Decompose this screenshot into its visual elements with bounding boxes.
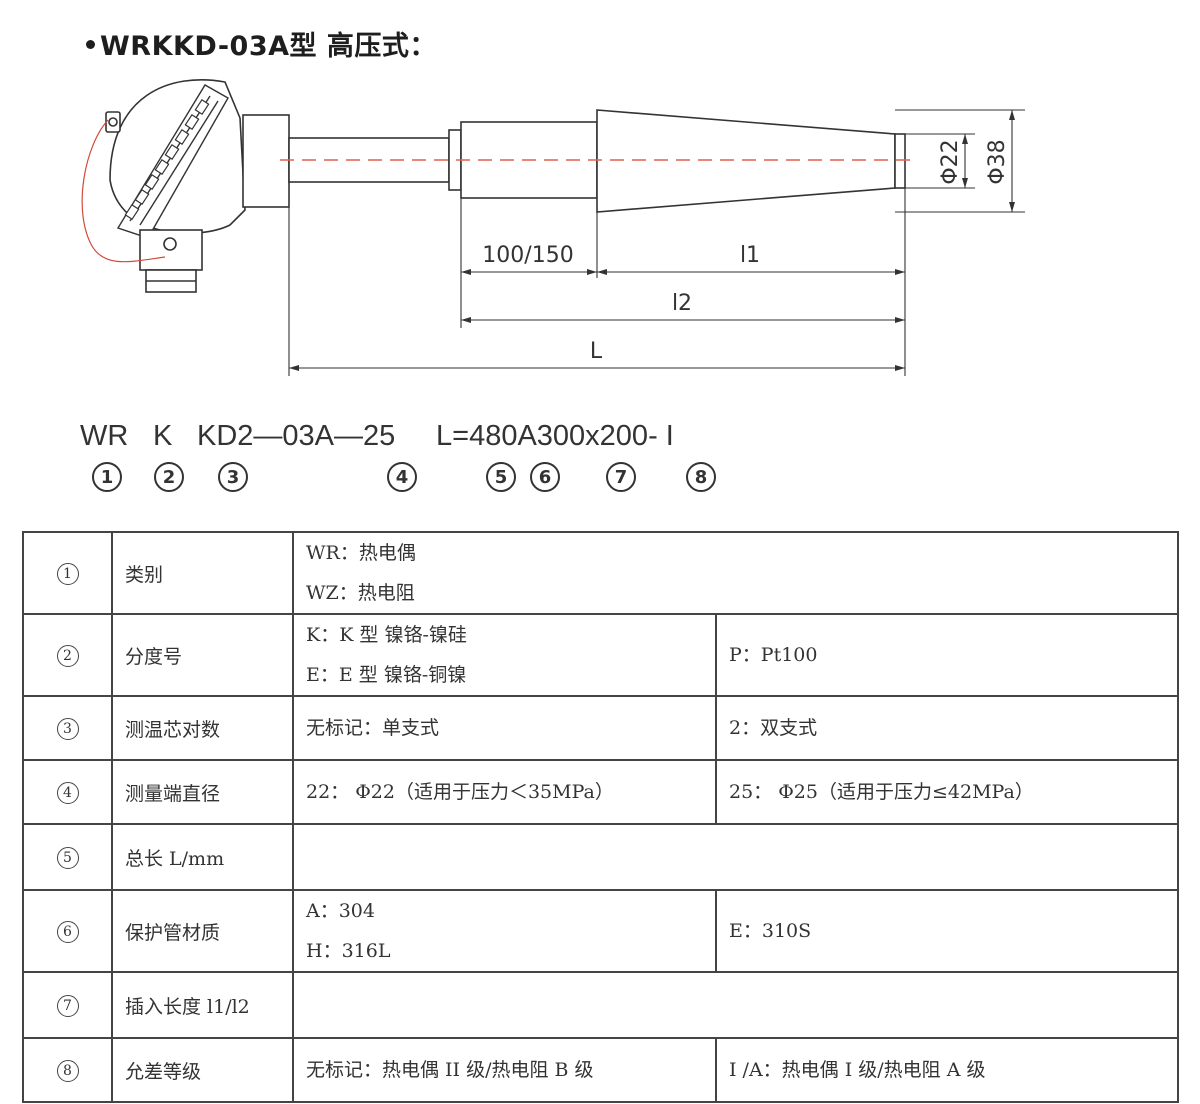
- table-row: 8 允差等级 无标记：热电偶 II 级/热电阻 B 级 I /A：热电偶 I 级…: [22, 1037, 1179, 1103]
- row-name: 类别: [111, 531, 294, 615]
- marker-4: 4: [387, 462, 417, 492]
- row-value-secondary: E：310S: [715, 889, 1179, 973]
- row-name: 插入长度 l1/l2: [111, 971, 294, 1039]
- value-line: WR：热电偶: [306, 542, 416, 564]
- value-line: A：304: [306, 900, 375, 922]
- tapered-well: [596, 109, 896, 213]
- row-index: 3: [56, 718, 79, 740]
- row-value: 无标记：热电偶 II 级/热电阻 B 级: [292, 1037, 717, 1103]
- value-line: 无标记：单支式: [306, 717, 440, 739]
- row-value: 无标记：单支式: [292, 695, 717, 761]
- row-name: 测量端直径: [111, 759, 294, 825]
- dim-label-L: L: [590, 339, 603, 364]
- lid-teeth: [124, 98, 210, 221]
- row-name: 测温芯对数: [111, 695, 294, 761]
- dim-label-l1: l1: [740, 243, 760, 268]
- code-part-k: K: [153, 420, 173, 452]
- marker-5: 5: [486, 462, 516, 492]
- row-index: 7: [56, 995, 79, 1017]
- table-row: 6 保护管材质 A：304 H：316L E：310S: [22, 889, 1179, 973]
- value-line: E：310S: [729, 920, 812, 942]
- dim-label-phi38: Φ38: [985, 139, 1010, 184]
- row-value-secondary: 25： Φ25（适用于压力≤42MPa）: [715, 759, 1179, 825]
- code-markers: 1 2 3 4 5 6 7 8: [0, 462, 800, 506]
- row-index: 1: [56, 563, 79, 585]
- row-index: 5: [56, 847, 79, 869]
- table-row: 5 总长 L/mm: [22, 823, 1179, 891]
- marker-1: 1: [92, 462, 122, 492]
- value-line: 22： Φ22（适用于压力＜35MPa）: [306, 781, 614, 803]
- row-index: 4: [56, 782, 79, 804]
- page-title: WRKKD-03A型 高压式：: [86, 24, 437, 63]
- dim-label-l2: l2: [672, 291, 692, 316]
- table-row: 7 插入长度 l1/l2: [22, 971, 1179, 1039]
- row-value: K：K 型 镍铬-镍硅 E：E 型 镍铬-铜镍: [292, 613, 717, 697]
- table-row: 2 分度号 K：K 型 镍铬-镍硅 E：E 型 镍铬-铜镍 P：Pt100: [22, 613, 1179, 697]
- red-wire: [81, 119, 166, 263]
- value-line: I /A：热电偶 I 级/热电阻 A 级: [729, 1059, 986, 1081]
- code-part-wr: WR: [80, 420, 129, 452]
- thermocouple-diagram: 100/150 l1 l2 L Φ22 Φ38: [81, 79, 1025, 376]
- marker-8: 8: [686, 462, 716, 492]
- row-name: 总长 L/mm: [111, 823, 294, 891]
- code-part-series: KD2—03A—25: [197, 420, 396, 452]
- dim-label-phi22: Φ22: [938, 139, 963, 184]
- value-line: P：Pt100: [729, 644, 818, 666]
- value-line: H：316L: [306, 940, 391, 962]
- table-row: 4 测量端直径 22： Φ22（适用于压力＜35MPa） 25： Φ25（适用于…: [22, 759, 1179, 825]
- row-index: 6: [56, 921, 79, 943]
- marker-3: 3: [218, 462, 248, 492]
- model-code: WR K KD2—03A—25 L=480A300x200- I: [80, 420, 780, 460]
- code-part-spec: L=480A300x200- I: [436, 420, 674, 452]
- row-index: 8: [56, 1060, 79, 1082]
- value-line: E：E 型 镍铬-铜镍: [306, 664, 467, 686]
- row-name: 允差等级: [111, 1037, 294, 1103]
- row-value: 22： Φ22（适用于压力＜35MPa）: [292, 759, 717, 825]
- row-value: [292, 971, 1179, 1039]
- row-value: [292, 823, 1179, 891]
- row-value-secondary: 2：双支式: [715, 695, 1179, 761]
- row-index: 2: [56, 645, 79, 667]
- dim-label-100-150: 100/150: [482, 243, 573, 268]
- marker-2: 2: [154, 462, 184, 492]
- table-row: 1 类别 WR：热电偶 WZ：热电阻: [22, 531, 1179, 615]
- marker-6: 6: [530, 462, 560, 492]
- value-line: WZ：热电阻: [306, 582, 415, 604]
- value-line: 无标记：热电偶 II 级/热电阻 B 级: [306, 1059, 594, 1081]
- value-line: 2：双支式: [729, 717, 818, 739]
- row-value-secondary: I /A：热电偶 I 级/热电阻 A 级: [715, 1037, 1179, 1103]
- marker-7: 7: [606, 462, 636, 492]
- row-name: 分度号: [111, 613, 294, 697]
- spec-table: 1 类别 WR：热电偶 WZ：热电阻 2 分度号 K：K 型 镍铬-镍硅 E：E…: [22, 531, 1179, 1103]
- row-value: WR：热电偶 WZ：热电阻: [292, 531, 1179, 615]
- row-value-secondary: P：Pt100: [715, 613, 1179, 697]
- value-line: 25： Φ25（适用于压力≤42MPa）: [729, 781, 1034, 803]
- title-text: WRKKD-03A型 高压式：: [100, 31, 437, 62]
- table-row: 3 测温芯对数 无标记：单支式 2：双支式: [22, 695, 1179, 761]
- well-tip: [894, 133, 906, 189]
- value-line: K：K 型 镍铬-镍硅: [306, 624, 467, 646]
- row-value: A：304 H：316L: [292, 889, 717, 973]
- neck-collar: [242, 114, 290, 208]
- bullet-dot: [86, 40, 95, 49]
- row-name: 保护管材质: [111, 889, 294, 973]
